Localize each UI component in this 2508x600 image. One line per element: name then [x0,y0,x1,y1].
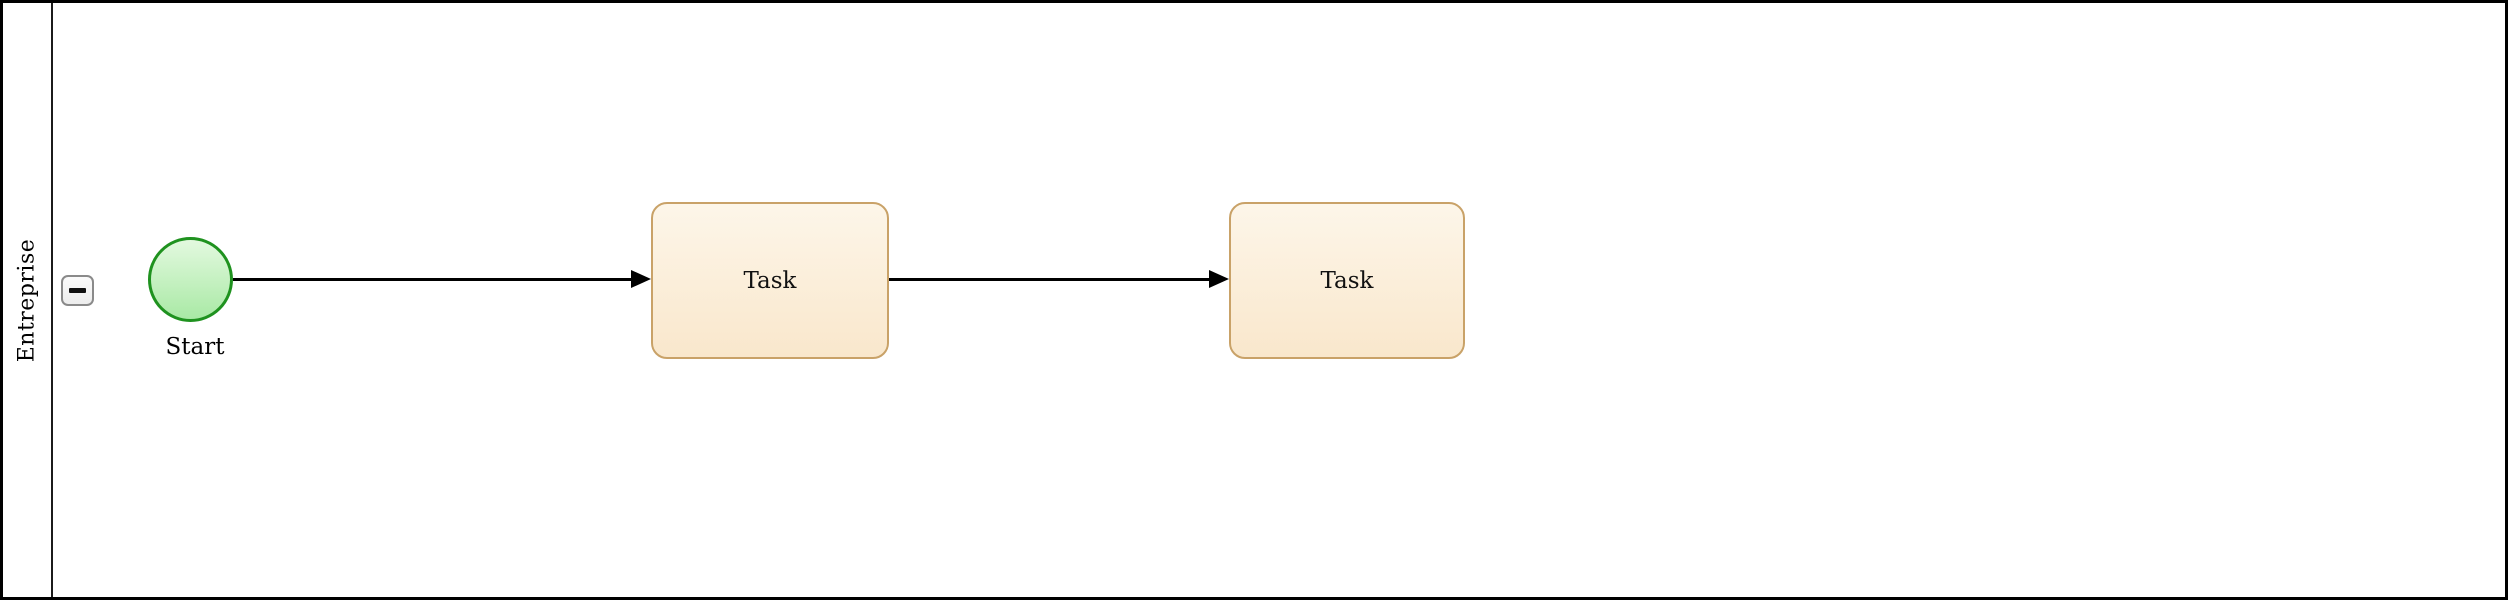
task-node-2[interactable]: Task [1229,202,1465,359]
start-event-label: Start [165,334,225,360]
sequence-flow-line [233,278,631,281]
arrowhead-icon [1209,270,1229,288]
start-event-circle[interactable] [148,237,233,322]
lane-header: Entreprise [3,3,51,597]
minus-icon [69,288,86,293]
task-node-1[interactable]: Task [651,202,889,359]
sequence-flow-line [889,278,1209,281]
arrowhead-icon [631,270,651,288]
lane-separator [51,3,53,597]
lane-collapse-button[interactable] [61,275,94,306]
lane-label: Entreprise [14,238,40,362]
